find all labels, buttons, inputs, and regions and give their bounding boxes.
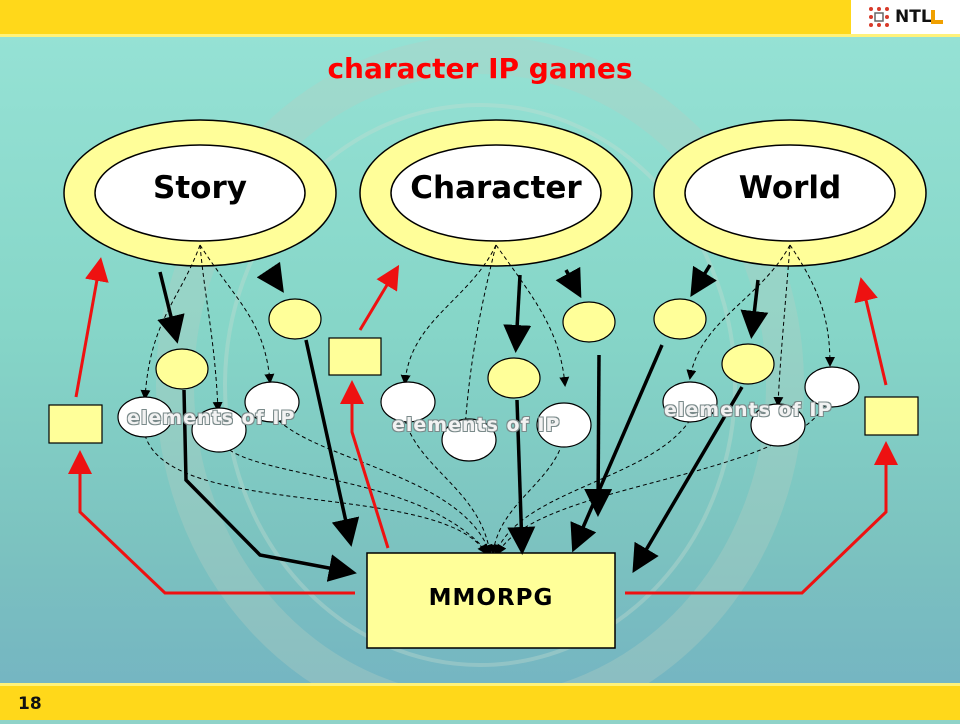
bottom-bar: 18: [0, 686, 960, 720]
red-arrows: [68, 257, 898, 595]
top-bar-accent: [0, 34, 960, 37]
story-label: Story: [153, 170, 247, 206]
logo-text: NTL: [895, 7, 932, 27]
slide-title: character IP games: [327, 52, 633, 85]
mmorpg-box: [366, 552, 616, 649]
dashed-branches: [140, 244, 835, 555]
yellow-nodes: [48, 298, 919, 444]
elements-of-ip-label: elements of IP: [664, 399, 833, 421]
bottom-bar-accent: [0, 683, 960, 686]
page-number: 18: [18, 694, 42, 714]
mmorpg-label: MMORPG: [428, 585, 554, 611]
elements-of-ip-label: elements of IP: [127, 407, 296, 429]
logo: NTL: [851, 0, 960, 34]
ntl-logo-icon: [869, 7, 889, 27]
black-arrows: [157, 261, 769, 582]
top-bar: [0, 0, 960, 34]
story-bubble: [63, 119, 337, 267]
world-bubble: [653, 119, 927, 267]
character-bubble: [359, 119, 633, 267]
logo-mark-icon: [931, 10, 943, 24]
ip-element-ovals: [117, 366, 860, 462]
elements-of-ip-label: elements of IP: [392, 414, 561, 436]
world-label: World: [738, 170, 842, 206]
character-label: Character: [410, 170, 582, 206]
